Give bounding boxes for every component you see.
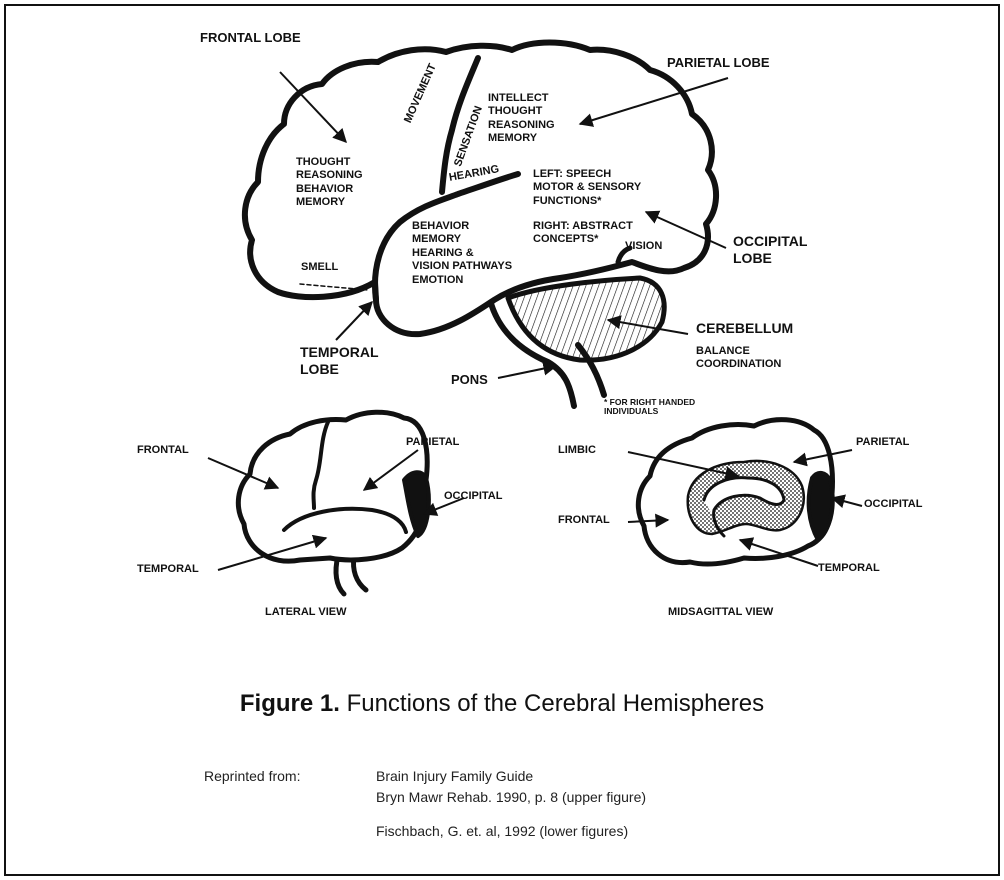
source2: Fischbach, G. et. al, 1992 (lower figure… — [376, 822, 628, 841]
temporal-lobe-label: TEMPORAL LOBE — [300, 344, 379, 378]
midsagittal-limbic-label: LIMBIC — [558, 444, 596, 457]
parietal-functions: INTELLECT THOUGHT REASONING MEMORY — [488, 92, 555, 146]
frontal-lobe-label: FRONTAL LOBE — [200, 30, 301, 46]
frontal-functions: THOUGHT REASONING BEHAVIOR MEMORY — [296, 156, 363, 210]
reprinted-label: Reprinted from: — [204, 767, 300, 786]
source1-line1: Brain Injury Family Guide — [376, 767, 533, 786]
temporal-lobe-arrow — [336, 302, 372, 340]
pons-label: PONS — [451, 372, 488, 388]
midsagittal-brain — [638, 420, 832, 564]
left-hemisphere-functions: LEFT: SPEECH MOTOR & SENSORY FUNCTIONS* — [533, 168, 641, 208]
cerebellum — [508, 278, 664, 360]
footnote: * FOR RIGHT HANDED INDIVIDUALS — [604, 398, 695, 417]
vision-label: VISION — [625, 240, 662, 253]
midsagittal-frontal-label: FRONTAL — [558, 514, 610, 527]
lateral-outline — [238, 412, 427, 561]
lateral-temporal-label: TEMPORAL — [137, 563, 199, 576]
right-hemisphere-functions: RIGHT: ABSTRACT CONCEPTS* — [533, 220, 633, 247]
cerebellum-label: CEREBELLUM — [696, 320, 793, 337]
midsagittal-temporal-label: TEMPORAL — [818, 562, 880, 575]
figure-title: Functions of the Cerebral Hemispheres — [340, 690, 764, 717]
midsagittal-occipital — [809, 473, 833, 540]
midsagittal-parietal-label: PARIETAL — [856, 436, 909, 449]
lateral-view-title: LATERAL VIEW — [265, 606, 346, 619]
cerebellum-functions: BALANCE COORDINATION — [696, 345, 781, 372]
pons-arrow — [498, 366, 556, 378]
figure-caption: Figure 1. Functions of the Cerebral Hemi… — [0, 690, 1004, 718]
smell-label: SMELL — [301, 261, 338, 274]
lateral-parietal-label: PARIETAL — [406, 436, 459, 449]
lateral-occipital-label: OCCIPITAL — [444, 490, 502, 503]
occipital-lobe-label: OCCIPITAL LOBE — [733, 233, 807, 267]
parietal-lobe-label: PARIETAL LOBE — [667, 55, 770, 71]
midsagittal-occipital-label: OCCIPITAL — [864, 498, 922, 511]
lateral-frontal-label: FRONTAL — [137, 444, 189, 457]
temporal-functions: BEHAVIOR MEMORY HEARING & VISION PATHWAY… — [412, 220, 512, 287]
source1-line2: Bryn Mawr Rehab. 1990, p. 8 (upper figur… — [376, 788, 646, 807]
midsagittal-view-title: MIDSAGITTAL VIEW — [668, 606, 773, 619]
lateral-brain — [238, 412, 428, 594]
figure-number: Figure 1. — [240, 690, 340, 717]
